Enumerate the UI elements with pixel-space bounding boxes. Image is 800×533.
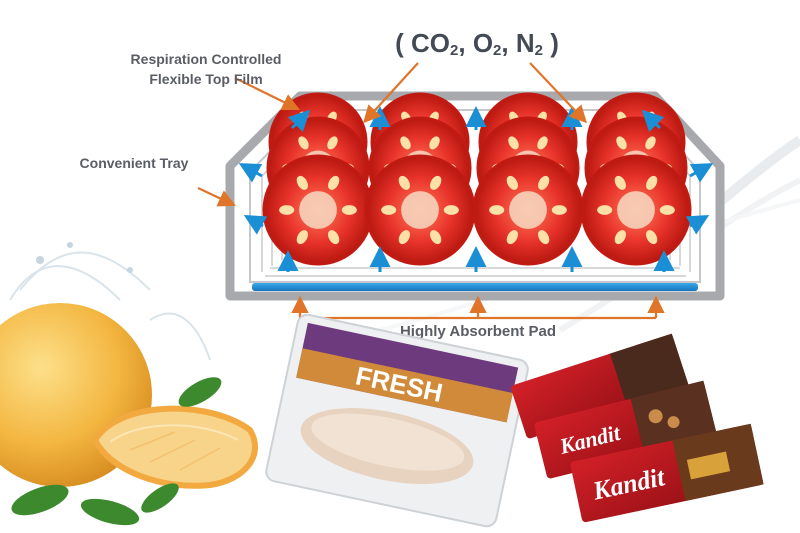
tomato-seed xyxy=(327,136,338,150)
gas-flow-arrows xyxy=(238,106,714,272)
tomato-seed xyxy=(551,205,567,215)
film-label-line1: Respiration Controlled xyxy=(131,51,282,67)
turkey-package-image: FRESH xyxy=(265,313,529,528)
tomato-seed xyxy=(645,136,656,150)
tomato-seed xyxy=(659,205,675,215)
absorbent-pad xyxy=(252,283,698,291)
tomato-seed xyxy=(489,205,505,215)
pad-label: Highly Absorbent Pad xyxy=(400,323,556,340)
tomato-seed xyxy=(398,230,410,245)
tomato-seed xyxy=(508,136,519,150)
chocolate-bars-image: Kandit Kandit xyxy=(511,333,764,523)
gas-composition-label: ( CO2, O2, N2 ) xyxy=(395,28,559,59)
tomato-seed xyxy=(296,175,308,190)
tray-label: Convenient Tray xyxy=(80,155,189,171)
tomato-seed xyxy=(341,205,357,215)
tomato-seed xyxy=(400,136,411,150)
tomato-seed xyxy=(537,136,548,150)
grapefruit-image xyxy=(0,242,258,526)
tomato-seed xyxy=(381,205,397,215)
tomato-seed xyxy=(646,230,658,245)
tomato-seed xyxy=(506,175,518,190)
tomato-seed xyxy=(296,230,308,245)
tomato-seed xyxy=(398,175,410,190)
tomato-core xyxy=(299,191,337,229)
tomato-core xyxy=(509,191,547,229)
tomato-seed xyxy=(430,230,442,245)
tomato-core xyxy=(617,191,655,229)
tomato-slices xyxy=(262,92,692,266)
tomato-seed xyxy=(328,175,340,190)
tomato-seed xyxy=(614,230,626,245)
tomato-seed xyxy=(597,205,613,215)
tomato-seed xyxy=(538,230,550,245)
tomato-seed xyxy=(614,175,626,190)
tomato-seed xyxy=(279,205,295,215)
tomato-seed xyxy=(646,175,658,190)
tomato-seed xyxy=(298,136,309,150)
film-label-line2: Flexible Top Film xyxy=(149,71,262,87)
tomato-seed xyxy=(616,136,627,150)
tomato-seed xyxy=(328,230,340,245)
tomato-seed xyxy=(506,230,518,245)
tomato-core xyxy=(401,191,439,229)
tomato-seed xyxy=(538,175,550,190)
callout-arrows xyxy=(197,62,665,320)
tomato-seed xyxy=(443,205,459,215)
tomato-seed xyxy=(430,175,442,190)
tomato-seed xyxy=(429,136,440,150)
